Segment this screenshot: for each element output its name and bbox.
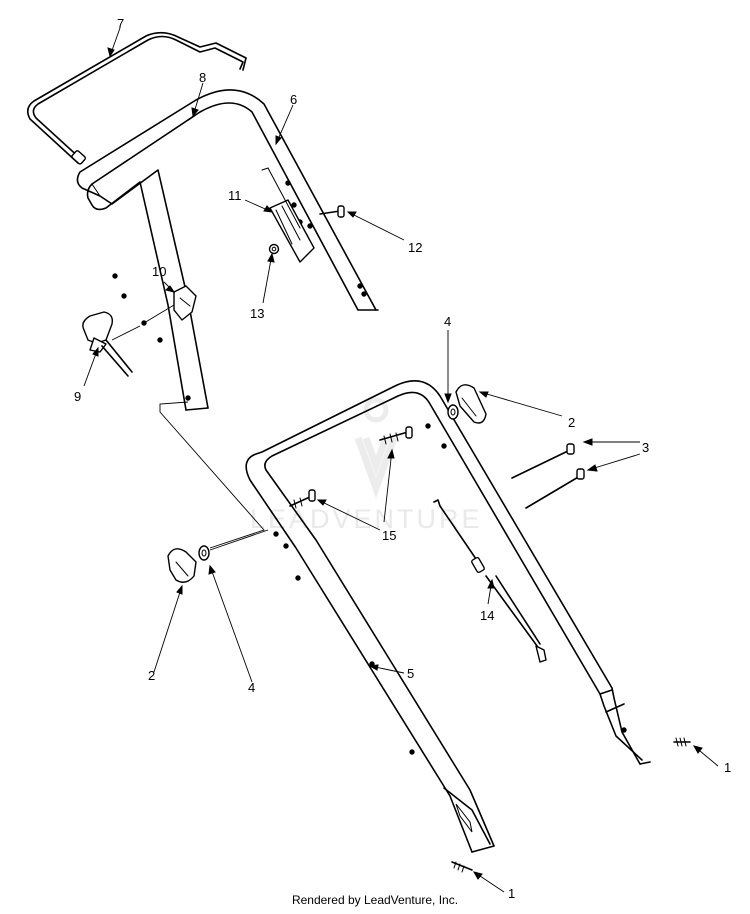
knob-10 [143,285,197,324]
bolt-15b [289,489,316,509]
knob-2-lower [167,548,197,583]
assembly-line [159,401,265,549]
callout-11: 11 [228,188,242,203]
leader-lines [83,27,719,893]
washer-4-lower [198,529,269,561]
callout-2-upper: 2 [568,415,575,430]
bolt-15a [379,426,413,445]
watermark-logo-icon [354,436,398,499]
bolt-3a [511,443,575,479]
callout-1-right: 1 [724,760,731,775]
bolt-1b [451,861,473,873]
callout-4-lower: 4 [248,680,255,695]
callout-3: 3 [642,440,649,455]
lower-handle [245,380,651,853]
bolt-3b [525,468,585,509]
watermark: LEADVENTURE [250,397,483,534]
callout-8: 8 [199,70,206,85]
callout-6: 6 [290,92,297,107]
callout-12: 12 [408,240,422,255]
callout-2-lower: 2 [148,668,155,683]
bail-handle [26,31,247,165]
callouts: 7 8 6 11 12 13 10 9 4 2 3 15 14 5 2 4 1 … [74,16,731,901]
callout-4-upper: 4 [444,314,451,329]
watermark-logo-dot [363,397,389,423]
knob-2-upper [455,384,487,424]
nut-13 [268,243,280,255]
footer-credit: Rendered by LeadVenture, Inc. [291,893,459,907]
cable-guide [261,167,315,263]
callout-5: 5 [407,666,414,681]
t-bolt-9 [82,311,141,377]
callout-7: 7 [117,16,124,31]
callout-13: 13 [250,306,264,321]
callout-15: 15 [382,528,396,543]
watermark-text: LEADVENTURE [250,504,483,534]
bolt-1a [673,737,691,747]
callout-9: 9 [74,389,81,404]
screw-12 [319,205,345,218]
callout-14: 14 [480,608,494,623]
callout-1-bottom: 1 [508,886,515,901]
upper-handle [76,89,379,411]
callout-10: 10 [152,264,166,279]
control-cable [433,499,547,663]
washer-4-upper [447,404,459,420]
